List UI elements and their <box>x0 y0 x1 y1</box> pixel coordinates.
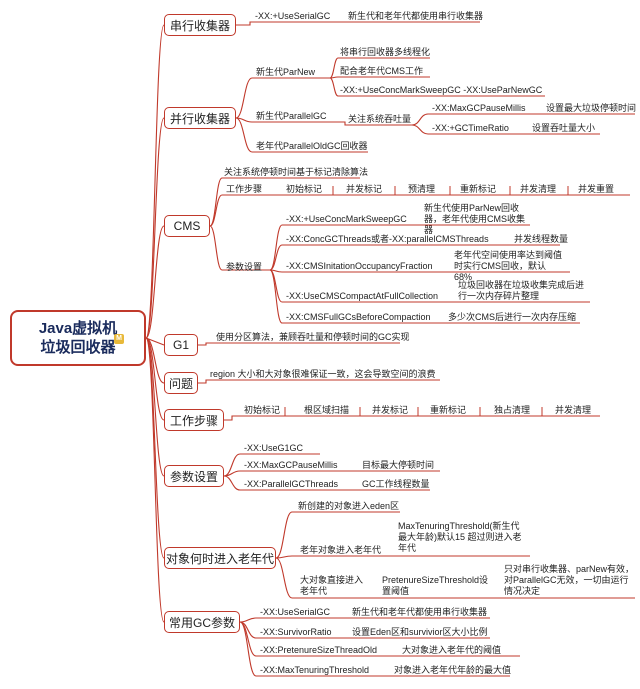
root-title-line1: Java虚拟机 <box>38 320 118 337</box>
parallelgc-desc1: 设置最大垃圾停顿时间 <box>546 103 637 113</box>
cms-param-flag-0: -XX:+UseConcMarkSweepGC <box>286 214 407 224</box>
common-desc-2: 大对象进入老年代的阈值 <box>402 645 502 655</box>
node-cms[interactable]: CMS <box>164 215 210 237</box>
cms-param-desc-0: 新生代使用ParNew回收器，老年代使用CMS收集器 <box>424 203 526 235</box>
parallelgc-flag2: -XX:+GCTimeRatio <box>432 123 509 133</box>
oldgen-big-label: 大对象直接进入老年代 <box>300 575 364 596</box>
node-parallel-collector[interactable]: 并行收集器 <box>164 107 236 129</box>
cms-param-flag-3: -XX:UseCMSCompactAtFullCollection <box>286 291 439 301</box>
common-desc-3: 对象进入老年代年龄的最大值 <box>394 665 512 675</box>
g1-step-3: 重新标记 <box>430 405 467 415</box>
serial-flag: -XX:+UseSerialGC <box>255 11 331 21</box>
common-flag-2: -XX:PretenureSizeThreadOld <box>260 645 378 655</box>
cms-step-0: 初始标记 <box>286 184 323 194</box>
cms-focus: 关注系统停顿时间基于标记清除算法 <box>224 167 369 177</box>
parnew-label: 新生代ParNew <box>256 67 316 77</box>
cms-param-desc-4: 多少次CMS后进行一次内存压缩 <box>448 312 577 322</box>
parallelgc-focus: 关注系统吞吐量 <box>348 114 412 124</box>
g1-param-flag1: -XX:MaxGCPauseMillis <box>244 460 338 470</box>
oldgen-big-desc: 只对串行收集器、parNew有效，对ParallelGC无效，一切由运行情况决定 <box>504 564 635 596</box>
common-flag-0: -XX:UseSerialGC <box>260 607 331 617</box>
node-g1[interactable]: G1 <box>164 334 198 356</box>
cms-param-desc-2: 老年代空间使用率达到阈值时实行CMS回收，默认68% <box>454 250 563 282</box>
cms-step-1: 并发标记 <box>346 184 383 194</box>
oldgen-eden: 新创建的对象进入eden区 <box>298 501 400 511</box>
marker-icon: M <box>114 334 124 344</box>
cms-param-flag-1: -XX:ConcGCThreads或者-XX:parallelCMSThread… <box>286 234 489 244</box>
oldgen-age-desc: MaxTenuringThreshold(新生代最大年龄)默认15 超过则进入老… <box>398 521 522 553</box>
node-old-generation[interactable]: 对象何时进入老年代 <box>164 547 276 569</box>
common-flag-1: -XX:SurvivorRatio <box>260 627 332 637</box>
common-desc-1: 设置Eden区和survivior区大小比例 <box>352 627 488 637</box>
cms-steps-label: 工作步骤 <box>226 184 263 194</box>
g1-param-desc2: GC工作线程数量 <box>362 479 430 489</box>
common-desc-0: 新生代和老年代都使用串行收集器 <box>352 607 488 617</box>
g1-param-flag2: -XX:ParallelGCThreads <box>244 479 339 489</box>
cms-params-label: 参数设置 <box>226 262 263 272</box>
g1-step-0: 初始标记 <box>244 405 281 415</box>
g1-step-2: 并发标记 <box>372 405 409 415</box>
cms-step-2: 预清理 <box>408 184 436 194</box>
cms-param-desc-3: 垃圾回收器在垃圾收集完成后进行一次内存碎片整理 <box>458 280 585 301</box>
parnew-item-2: -XX:+UseConcMarkSweepGC -XX:UseParNewGC <box>340 85 543 95</box>
cms-step-5: 并发重置 <box>578 184 615 194</box>
node-serial-collector[interactable]: 串行收集器 <box>164 14 236 36</box>
parnew-item-0: 将串行回收器多线程化 <box>340 47 431 57</box>
root-node[interactable]: Java虚拟机 垃圾回收器 <box>10 310 146 366</box>
parallelgc-flag1: -XX:MaxGCPauseMillis <box>432 103 526 113</box>
cms-param-flag-4: -XX:CMSFullGCsBeforeCompaction <box>286 312 431 322</box>
node-g1-workflow[interactable]: 工作步骤 <box>164 409 224 431</box>
parallelgc-label: 新生代ParallelGC <box>256 111 327 121</box>
common-flag-3: -XX:MaxTenuringThreshold <box>260 665 370 675</box>
root-title-line2: 垃圾回收器 <box>40 339 116 356</box>
cms-step-4: 并发清理 <box>520 184 557 194</box>
g1-step-5: 并发清理 <box>555 405 592 415</box>
serial-desc: 新生代和老年代都使用串行收集器 <box>348 11 484 21</box>
oldgen-age-label: 老年对象进入老年代 <box>300 545 382 555</box>
g1-step-1: 根区域扫描 <box>304 405 350 415</box>
g1-param-flag0: -XX:UseG1GC <box>244 443 304 453</box>
g1-param-desc1: 目标最大停顿时间 <box>362 460 435 470</box>
node-g1-params[interactable]: 参数设置 <box>164 465 224 487</box>
cms-step-3: 重新标记 <box>460 184 497 194</box>
parallelgc-desc2: 设置吞吐量大小 <box>532 123 596 133</box>
g1-step-4: 独占清理 <box>494 405 531 415</box>
node-problem[interactable]: 问题 <box>164 372 198 394</box>
g1-desc: 使用分区算法，兼顾吞吐量和停顿时间的GC实现 <box>216 332 410 342</box>
cms-param-flag-2: -XX:CMSInitationOccupancyFraction <box>286 261 433 271</box>
oldgen-big-flag: PretenureSizeThreshold设置阈值 <box>382 575 489 596</box>
parnew-item-1: 配合老年代CMS工作 <box>340 66 423 76</box>
paralleloldgc-label: 老年代ParallelOldGC回收器 <box>256 141 368 151</box>
problem-desc: region 大小和大对象很难保证一致，这会导致空间的浪费 <box>210 369 436 379</box>
cms-param-desc-1: 并发线程数量 <box>514 234 569 244</box>
node-common-gc-params[interactable]: 常用GC参数 <box>164 611 240 633</box>
